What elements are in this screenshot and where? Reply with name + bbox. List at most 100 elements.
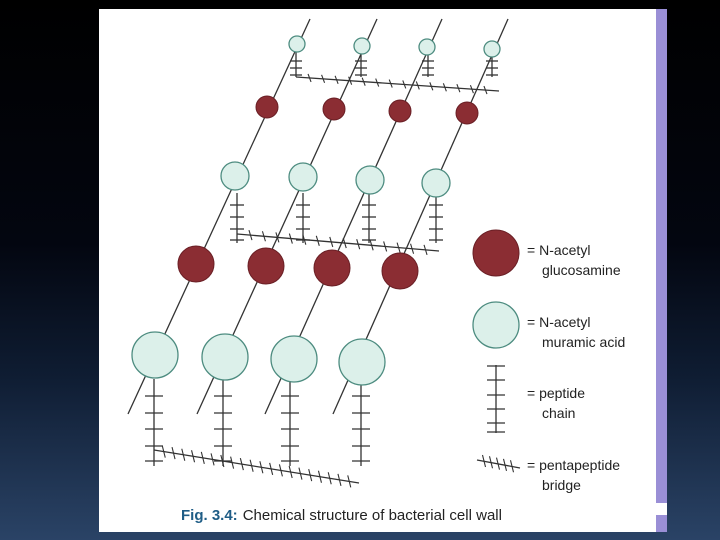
n-acetyl-muramic-acid bbox=[131, 331, 179, 379]
n-acetyl-glucosamine bbox=[322, 97, 346, 121]
bridge-tick bbox=[230, 456, 235, 469]
bridge-tick bbox=[288, 465, 293, 479]
legend-equals: = bbox=[527, 457, 536, 473]
legend-label-line2: bridge bbox=[542, 477, 581, 493]
bridge-tick bbox=[200, 451, 205, 464]
n-acetyl-muramic-acid bbox=[338, 338, 386, 386]
legend-item-glucosamine: = N-acetyl glucosamine bbox=[527, 240, 621, 280]
n-acetyl-glucosamine bbox=[247, 247, 285, 285]
peptide-chains bbox=[145, 52, 498, 466]
n-acetyl-glucosamine bbox=[455, 101, 479, 125]
bridge-tick bbox=[396, 242, 401, 253]
n-acetyl-glucosamine bbox=[177, 245, 215, 283]
n-acetyl-muramic-acid bbox=[220, 161, 250, 191]
bridge-tick bbox=[259, 461, 264, 474]
legend-item-muramic-acid: = N-acetyl muramic acid bbox=[527, 312, 625, 352]
n-acetyl-muramic-acid bbox=[355, 165, 385, 195]
bridge-tick bbox=[442, 83, 447, 92]
legend-icons bbox=[472, 229, 521, 473]
legend-equals: = bbox=[527, 242, 536, 258]
slide-edge-strip bbox=[656, 9, 667, 532]
n-acetyl-muramic-acid bbox=[418, 38, 436, 56]
legend-equals: = bbox=[527, 314, 536, 330]
n-acetyl-muramic-acid bbox=[288, 35, 306, 53]
bridge-tick bbox=[161, 445, 166, 458]
slide-edge-gap bbox=[656, 503, 667, 515]
bridge-tick bbox=[415, 81, 420, 90]
bridge-tick bbox=[302, 234, 307, 245]
legend-label-line1: peptide bbox=[539, 385, 586, 401]
bridge-tick bbox=[321, 74, 326, 84]
legend-item-peptide-chain: = peptide chain bbox=[527, 383, 585, 423]
n-acetyl-glucosamine bbox=[381, 252, 419, 290]
bridge-tick bbox=[356, 239, 361, 250]
pale-teal-circle-icon bbox=[472, 301, 520, 349]
bridge-tick bbox=[456, 84, 461, 93]
bridge-tick bbox=[402, 80, 407, 89]
figure-caption: Fig. 3.4:Chemical structure of bacterial… bbox=[181, 507, 502, 524]
muramic-acid-units bbox=[131, 35, 501, 386]
bridge-tick bbox=[342, 237, 347, 249]
bridge-tick bbox=[361, 77, 366, 86]
bridge-tick bbox=[307, 73, 312, 83]
legend-label-line2: chain bbox=[542, 405, 576, 421]
n-acetyl-muramic-acid bbox=[421, 168, 451, 198]
figure-label: Fig. 3.4: bbox=[181, 507, 238, 524]
n-acetyl-muramic-acid bbox=[353, 37, 371, 55]
bridge-tick bbox=[375, 78, 380, 87]
bridge-tick bbox=[347, 475, 352, 488]
n-acetyl-glucosamine bbox=[255, 95, 279, 119]
bridge-tick bbox=[308, 469, 313, 482]
bridge-tick bbox=[334, 75, 339, 84]
bridge-tick bbox=[369, 240, 374, 251]
bridge-tick bbox=[348, 76, 353, 85]
bridge-tick bbox=[181, 448, 186, 461]
bridge-tick bbox=[410, 243, 415, 254]
dark-red-circle-icon bbox=[472, 229, 520, 277]
bridge-tick bbox=[248, 229, 253, 241]
bridge-tick bbox=[210, 453, 215, 466]
bridge-line bbox=[236, 233, 440, 252]
bridge-tick bbox=[315, 235, 320, 246]
legend-equals: = bbox=[527, 385, 536, 401]
bridge-tick bbox=[191, 450, 196, 463]
legend-label-line2: glucosamine bbox=[542, 262, 621, 278]
bridge-tick bbox=[249, 459, 254, 472]
legend-label-line2: muramic acid bbox=[542, 334, 626, 350]
slide-panel: = N-acetyl glucosamine = N-acetyl murami… bbox=[99, 9, 666, 532]
peptide-chain-icon bbox=[487, 365, 505, 433]
bridge-line bbox=[295, 76, 500, 92]
legend-item-pentapeptide-bridge: = pentapeptide bridge bbox=[527, 455, 620, 495]
bridge-tick bbox=[483, 85, 488, 95]
bridge-tick bbox=[329, 236, 334, 248]
bridge-tick bbox=[423, 244, 428, 256]
n-acetyl-glucosamine bbox=[388, 99, 412, 123]
cell-wall-diagram bbox=[127, 18, 521, 488]
pentapeptide-bridges bbox=[153, 73, 500, 488]
bridge-tick bbox=[429, 82, 434, 91]
legend-label-line1: N-acetyl bbox=[539, 242, 591, 258]
bridge-tick bbox=[171, 447, 176, 460]
bridge-tick bbox=[383, 241, 388, 252]
bridge-tick bbox=[337, 473, 342, 486]
bridge-tick bbox=[317, 470, 322, 483]
n-acetyl-glucosamine bbox=[313, 249, 351, 287]
figure-caption-text: Chemical structure of bacterial cell wal… bbox=[242, 507, 502, 524]
bridge-tick bbox=[469, 84, 474, 94]
glucosamine-units bbox=[177, 95, 479, 290]
bridge-tick bbox=[220, 454, 225, 468]
bridge-tick bbox=[298, 467, 303, 480]
bridge-tick bbox=[275, 232, 280, 243]
pentapeptide-bridge-icon bbox=[476, 454, 521, 473]
n-acetyl-muramic-acid bbox=[270, 335, 318, 383]
n-acetyl-muramic-acid bbox=[288, 162, 318, 192]
legend-label-line1: N-acetyl bbox=[539, 314, 591, 330]
n-acetyl-muramic-acid bbox=[201, 333, 249, 381]
bridge-tick bbox=[239, 458, 244, 471]
bridge-tick bbox=[327, 472, 332, 485]
bridge-tick bbox=[388, 79, 393, 88]
legend-label-line1: pentapeptide bbox=[539, 457, 621, 473]
bridge-tick bbox=[278, 464, 283, 477]
bridge-line bbox=[153, 449, 360, 484]
bridge-tick bbox=[269, 462, 274, 475]
